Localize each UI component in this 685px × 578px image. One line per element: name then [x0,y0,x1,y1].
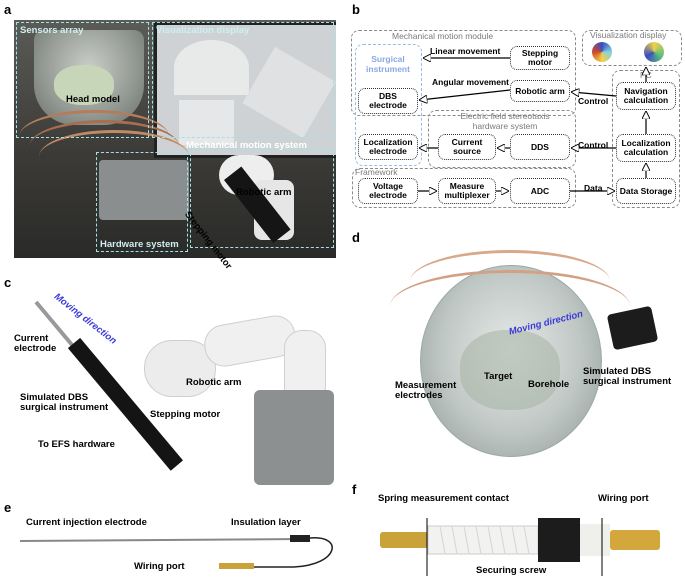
arrow-label-control-2: Control [578,140,609,150]
label-spring-contact: Spring measurement contact [378,493,509,504]
photo-f [380,518,660,576]
mechanical-motion-box [190,148,334,248]
visualization-plot-icon-2 [644,42,664,62]
block-dbs-electrode: DBS electrode [358,88,418,114]
label-simulated-dbs-d: Simulated DBS surgical instrument [583,366,672,387]
group-framework [352,168,576,208]
arrow-label-linear: Linear movement [430,46,501,56]
label-wiring-port-f: Wiring port [598,493,649,504]
block-robotic-arm: Robotic arm [510,80,570,102]
label-stepping-motor-c: Stepping motor [150,409,221,420]
visualization-plot-icon-1 [592,42,612,62]
label-visualization-display: Visualization display [156,25,250,36]
panel-letter-b: b [352,2,360,17]
photo-a [14,20,336,258]
label-measurement-electrodes: Measurement electrodes [395,380,457,401]
block-adc: ADC [510,178,570,204]
label-mechanical-motion-system: Mechanical motion system [186,140,307,151]
panel-letter-d: d [352,230,360,245]
label-wiring-port-e: Wiring port [134,561,185,572]
group-efs-hardware [428,110,576,168]
photo-d [370,240,670,475]
label-head-model: Head model [66,94,120,105]
block-measure-multiplexer: Measure multiplexer [438,178,496,204]
group-title-surgical-instrument: Surgical instrument [366,54,410,74]
block-localization-electrode: Localization electrode [358,134,418,160]
arrow-label-control-1: Control [578,96,609,106]
visualization-display-box [152,22,334,138]
group-title-mechanical-motion: Mechanical motion module [392,31,494,41]
group-mechanical-motion [351,30,576,116]
arrow-label-data: Data [584,183,603,193]
group-title-visualization: Visualization display [590,30,667,40]
panel-letter-e: e [4,500,12,515]
panel-letter-a: a [4,2,12,17]
label-current-injection: Current injection electrode [26,517,147,528]
sensors-array-box [16,22,149,138]
photo-c [14,280,344,495]
block-localization-calculation: Localization calculation [616,134,676,162]
label-insulation-layer: Insulation layer [231,517,301,528]
label-hardware-system: Hardware system [100,239,179,250]
label-borehole: Borehole [528,379,570,390]
block-voltage-electrode: Voltage electrode [358,178,418,204]
arrow-label-angular: Angular movement [432,77,509,87]
label-robotic-arm-c: Robotic arm [186,377,242,388]
block-dds: DDS [510,134,570,160]
block-current-source: Current source [438,134,496,160]
block-data-storage: Data Storage [616,178,676,204]
hardware-system-box [96,152,188,252]
group-visualization [582,30,682,66]
block-navigation-calculation: Navigation calculation [616,82,676,110]
label-robotic-arm-a: Robotic arm [236,187,292,198]
label-to-efs-hardware: To EFS hardware [38,439,115,450]
block-stepping-motor: Stepping motor [510,46,570,70]
label-target: Target [484,371,513,382]
panel-letter-c: c [4,275,12,290]
photo-e [19,535,333,569]
label-securing-screw: Securing screw [476,565,547,576]
group-title-framework: Framework [355,167,398,177]
label-simulated-dbs-c: Simulated DBS surgical instrument [20,392,109,413]
group-surgical-instrument [355,44,422,166]
label-sensors-array: Sensors array [20,25,84,36]
panel-letter-f: f [352,482,357,497]
group-title-efs: Electric field stereotaxis hardware syst… [460,111,550,131]
label-current-electrode: Current electrode [14,333,57,354]
